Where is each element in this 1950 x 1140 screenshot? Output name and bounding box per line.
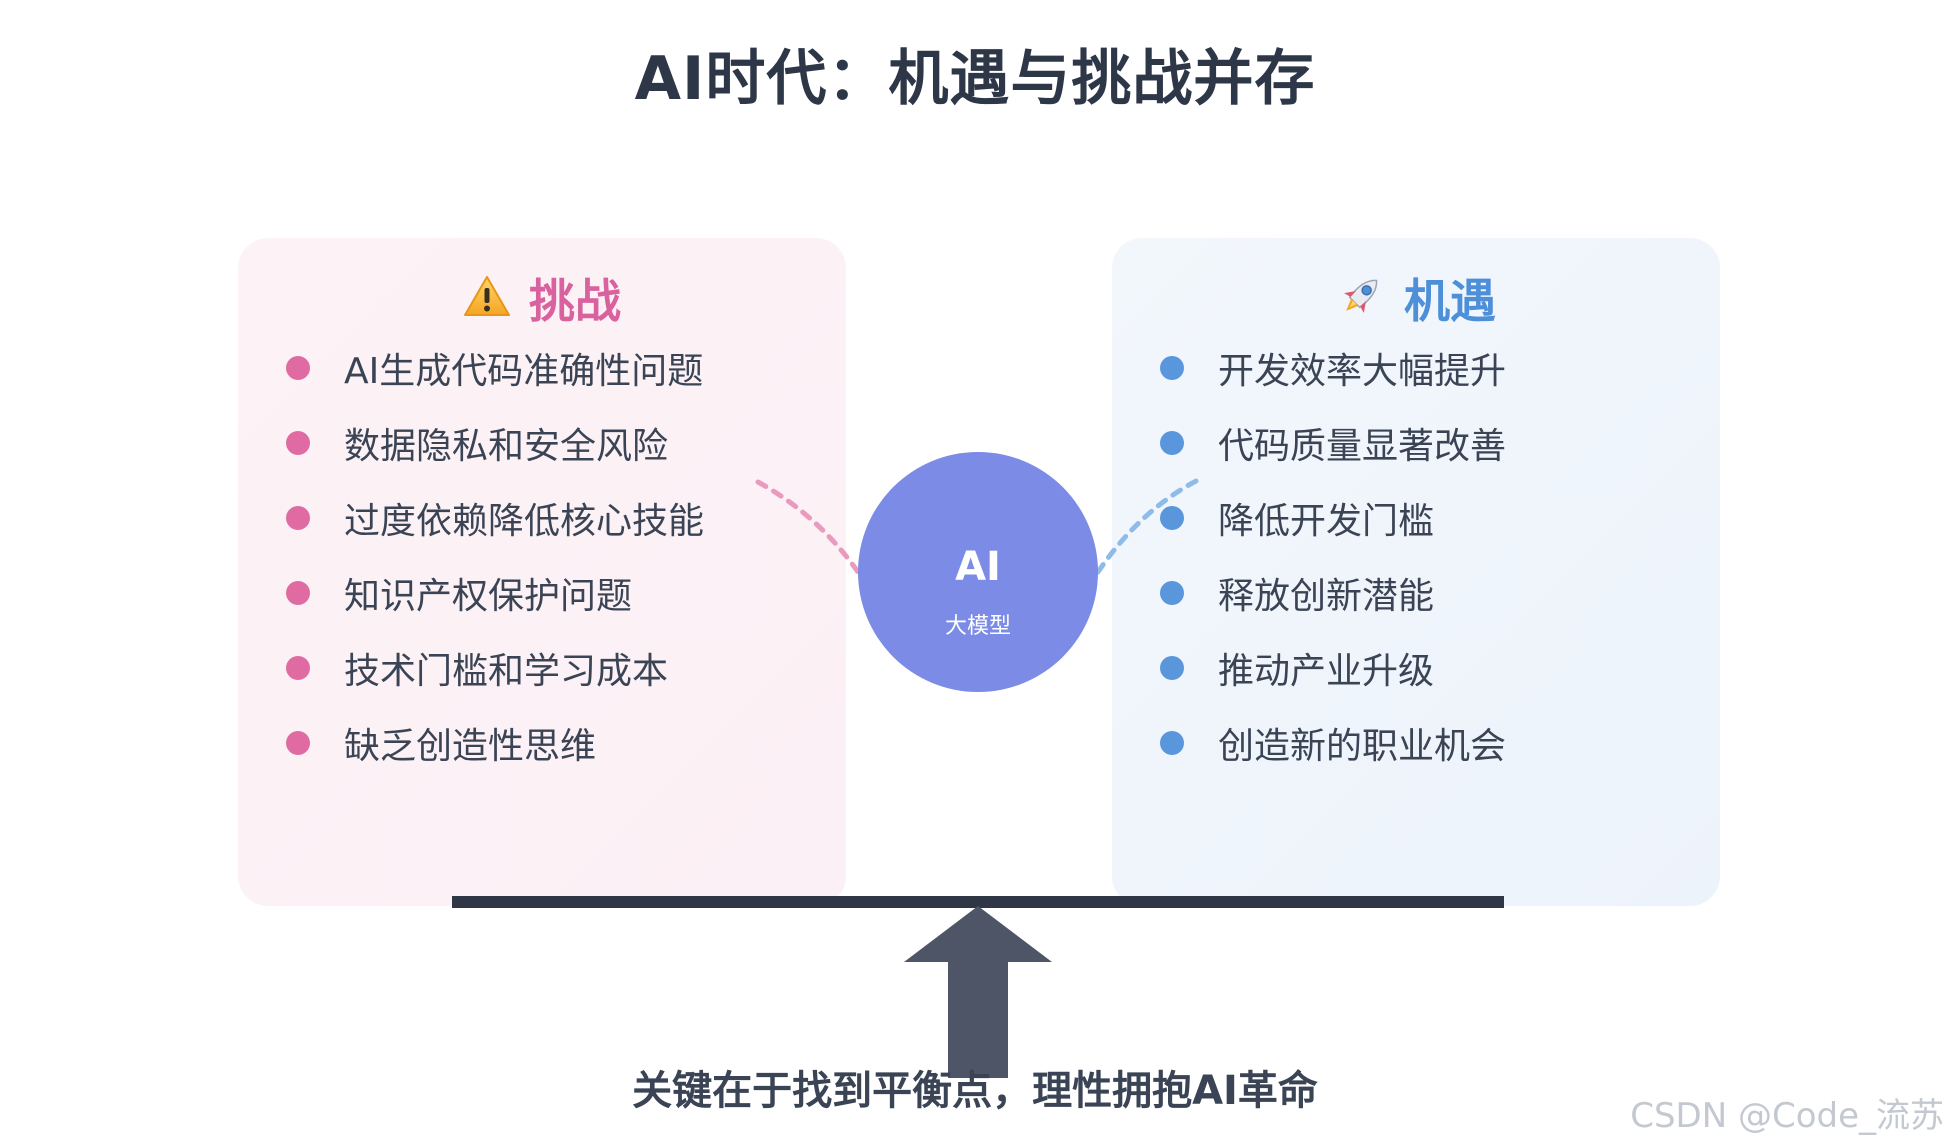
opportunity-text: 代码质量显著改善 <box>1218 425 1507 467</box>
challenges-panel: 挑战 AI生成代码准确性问题 数据隐私和安全风险 过度依赖降低核心技能 知识产权… <box>238 238 846 906</box>
opportunities-header: 机遇 <box>1112 268 1720 328</box>
challenge-text: AI生成代码准确性问题 <box>344 350 704 392</box>
list-item: 缺乏创造性思维 <box>286 705 826 780</box>
bullet-dot <box>1160 655 1184 680</box>
bullet-dot <box>286 655 310 680</box>
ai-label: AI <box>955 544 1001 590</box>
challenge-text: 技术门槛和学习成本 <box>344 650 669 692</box>
challenge-text: 缺乏创造性思维 <box>344 725 597 767</box>
challenges-heading: 挑战 <box>529 274 621 328</box>
bullet-dot <box>1160 730 1184 755</box>
list-item: 开发效率大幅提升 <box>1160 330 1700 405</box>
challenge-text: 知识产权保护问题 <box>344 575 633 617</box>
page-title: AI时代：机遇与挑战并存 <box>634 44 1316 114</box>
challenge-text: 数据隐私和安全风险 <box>344 425 669 467</box>
opportunity-text: 创造新的职业机会 <box>1218 725 1507 767</box>
list-item: 过度依赖降低核心技能 <box>286 480 826 555</box>
challenges-list: AI生成代码准确性问题 数据隐私和安全风险 过度依赖降低核心技能 知识产权保护问… <box>286 330 826 780</box>
bullet-dot <box>1160 430 1184 455</box>
list-item: 代码质量显著改善 <box>1160 405 1700 480</box>
bullet-dot <box>1160 580 1184 605</box>
conclusion-text: 关键在于找到平衡点，理性拥抱AI革命 <box>632 1068 1318 1114</box>
opportunity-text: 开发效率大幅提升 <box>1218 350 1507 392</box>
challenges-header: 挑战 <box>238 268 846 328</box>
opportunity-text: 释放创新潜能 <box>1218 575 1435 617</box>
list-item: 数据隐私和安全风险 <box>286 405 826 480</box>
bullet-dot <box>1160 355 1184 380</box>
bullet-dot <box>286 505 310 530</box>
list-item: 技术门槛和学习成本 <box>286 630 826 705</box>
opportunity-text: 推动产业升级 <box>1218 650 1435 692</box>
list-item: 释放创新潜能 <box>1160 555 1700 630</box>
opportunities-panel: 机遇 开发效率大幅提升 代码质量显著改善 降低开发门槛 释放创新潜能 推动产业升… <box>1112 238 1720 906</box>
opportunity-text: 降低开发门槛 <box>1218 500 1435 542</box>
list-item: AI生成代码准确性问题 <box>286 330 826 405</box>
rocket-icon <box>1336 271 1386 325</box>
challenge-text: 过度依赖降低核心技能 <box>344 500 705 542</box>
warning-icon <box>463 274 511 322</box>
watermark: CSDN @Code_流苏 <box>1630 1096 1944 1136</box>
bullet-dot <box>286 355 310 380</box>
opportunities-list: 开发效率大幅提升 代码质量显著改善 降低开发门槛 释放创新潜能 推动产业升级 创… <box>1160 330 1700 780</box>
ai-sublabel: 大模型 <box>944 614 1011 639</box>
list-item: 降低开发门槛 <box>1160 480 1700 555</box>
list-item: 知识产权保护问题 <box>286 555 826 630</box>
bullet-dot <box>286 580 310 605</box>
up-arrow <box>904 906 1052 1078</box>
list-item: 创造新的职业机会 <box>1160 705 1700 780</box>
bullet-dot <box>286 430 310 455</box>
bullet-dot <box>1160 505 1184 530</box>
ai-center-circle: AI 大模型 <box>858 452 1098 692</box>
opportunities-heading: 机遇 <box>1404 274 1496 328</box>
list-item: 推动产业升级 <box>1160 630 1700 705</box>
bullet-dot <box>286 730 310 755</box>
